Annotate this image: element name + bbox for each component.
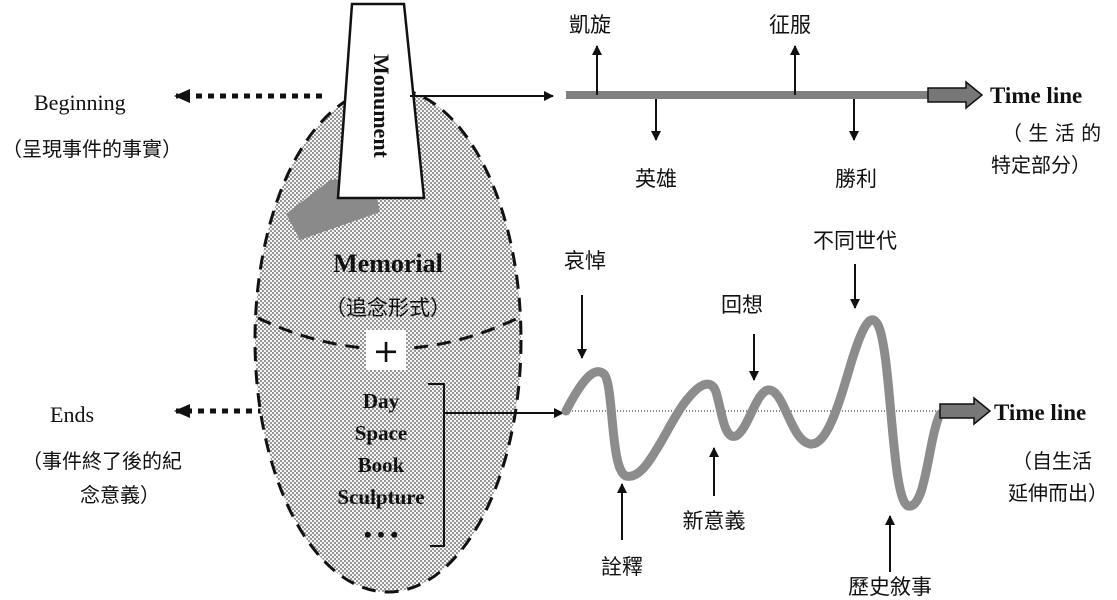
upper-timeline-label: Time line xyxy=(990,83,1082,108)
recollection-label: 回想 xyxy=(721,293,763,317)
form-ellipsis: • • • xyxy=(364,522,398,547)
ends-label: Ends xyxy=(50,402,94,427)
upper-timeline-arrowhead xyxy=(927,80,984,110)
new-meaning-label: 新意義 xyxy=(683,509,746,533)
beginning-label: Beginning xyxy=(34,90,126,115)
interpretation-label: 詮釋 xyxy=(601,555,643,579)
lower-timeline-wave xyxy=(561,315,945,511)
victory-label: 勝利 xyxy=(835,167,877,191)
memorial-note: （追念形式） xyxy=(325,296,451,320)
lower-timeline-note-line2: 延伸而出） xyxy=(1008,481,1108,505)
plus-box xyxy=(366,330,406,370)
forms-bracket xyxy=(428,383,445,547)
conquest-label: 征服 xyxy=(769,13,811,37)
mourning-label: 哀悼 xyxy=(564,249,606,273)
lower-timeline-arrowhead xyxy=(939,396,992,426)
ellipse-divider-curve xyxy=(257,316,519,351)
form-space: Space xyxy=(355,421,408,445)
memorial-label: Memorial xyxy=(333,249,443,278)
upper-timeline-note-line1: （ 生 活 的 xyxy=(1002,121,1101,145)
beginning-note: （呈現事件的事實） xyxy=(2,137,182,161)
monument-shape xyxy=(336,2,426,200)
plus-sign: + xyxy=(373,332,400,370)
hero-label: 英雄 xyxy=(635,167,677,191)
monument-label: Monument xyxy=(369,54,394,159)
form-sculpture: Sculpture xyxy=(337,485,424,509)
triumph-label: 凱旋 xyxy=(569,13,611,37)
generations-label: 不同世代 xyxy=(813,229,897,253)
historical-narrative-label: 歷史敘事 xyxy=(848,575,932,599)
ends-note-line1: （事件終了後的紀 xyxy=(22,449,182,473)
lower-timeline-note-line1: （自生活 xyxy=(1012,449,1092,473)
form-book: Book xyxy=(358,453,405,477)
ends-note-line2: 念意義） xyxy=(80,483,160,507)
form-day: Day xyxy=(363,389,400,413)
upper-timeline-note-line2: 特定部分） xyxy=(991,153,1091,177)
lower-timeline-label: Time line xyxy=(994,400,1086,425)
